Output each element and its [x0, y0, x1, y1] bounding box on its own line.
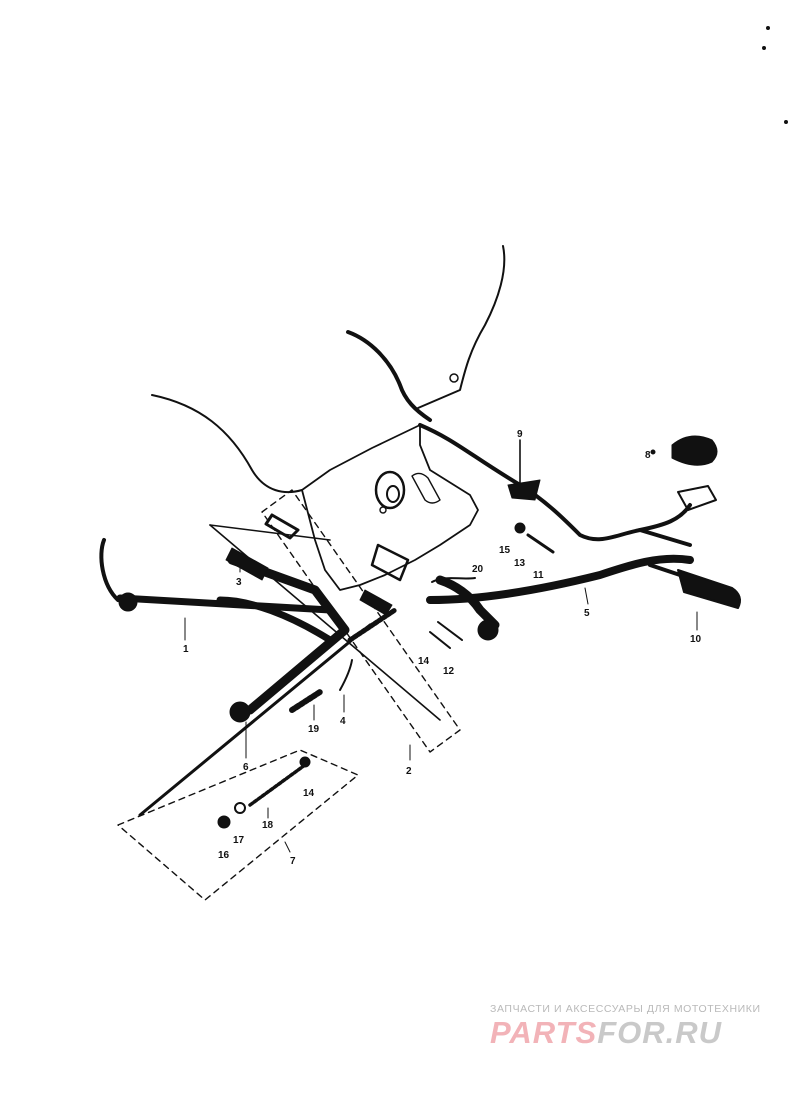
spring-4	[339, 659, 353, 691]
bush-c	[359, 589, 393, 616]
center-stand-foot	[229, 701, 251, 723]
label-part-4: 4	[340, 716, 346, 727]
bracket-plate	[301, 424, 479, 591]
washer-13	[514, 522, 526, 534]
side-stand-foot	[99, 538, 120, 602]
part-labels: 1 2 3 4 5 6 7 8 9 10 11 12 13 14 14 15 1…	[183, 429, 702, 867]
bolt-11	[526, 533, 555, 554]
pivot-nut	[477, 619, 499, 641]
label-part-8: 8	[645, 450, 651, 461]
stand-shaft-2	[209, 524, 331, 541]
label-part-6: 6	[243, 762, 249, 773]
leader-7	[284, 841, 291, 853]
watermark-tagline: ЗАПЧАСТИ И АКСЕССУАРЫ ДЛЯ МОТОТЕХНИКИ	[490, 1003, 761, 1015]
label-part-1: 1	[183, 644, 189, 655]
rubber-cap	[671, 435, 718, 466]
watermark-brand-for: FOR.RU	[597, 1015, 723, 1050]
spring-19	[289, 689, 323, 713]
upper-rod	[346, 330, 432, 422]
label-part-2: 2	[406, 766, 412, 777]
label-part-3: 3	[236, 577, 242, 588]
label-part-9: 9	[517, 429, 523, 440]
cap-dot	[650, 449, 656, 455]
label-part-7: 7	[290, 856, 296, 867]
leader-5	[584, 587, 589, 605]
brake-pedal-lever-upper	[418, 423, 692, 547]
spring-rod	[248, 763, 307, 807]
pin-20	[431, 577, 476, 583]
footrest-rod	[648, 563, 682, 577]
label-part-14-upper: 14	[418, 656, 430, 667]
speck-3	[784, 120, 788, 124]
rod-end-14	[299, 756, 311, 768]
watermark-brand-parts: PARTS	[490, 1015, 598, 1050]
clip-9	[507, 479, 541, 501]
nut-16	[217, 815, 231, 829]
speck-2	[762, 46, 766, 50]
label-part-5: 5	[584, 608, 590, 619]
bracket-slot	[411, 472, 441, 504]
label-part-15: 15	[499, 545, 511, 556]
label-part-10: 10	[690, 634, 702, 645]
stand-shaft	[209, 524, 441, 721]
label-part-11: 11	[533, 570, 544, 581]
pivot-bushing	[374, 470, 406, 510]
pivot-assembly	[435, 575, 500, 630]
bracket-hole	[449, 373, 459, 383]
side-stand-end	[118, 592, 138, 612]
pin-14	[429, 631, 451, 649]
footrest-rubber	[677, 569, 741, 609]
bush-b	[370, 543, 410, 582]
brake-pedal-arm	[638, 503, 692, 532]
label-part-17: 17	[233, 835, 245, 846]
label-part-14-lower: 14	[303, 788, 315, 799]
side-stand-arm	[116, 594, 334, 614]
frame-tube-left	[151, 394, 303, 494]
label-part-13: 13	[514, 558, 526, 569]
frame-tube-right	[417, 245, 506, 409]
brake-pedal-pad	[677, 485, 717, 511]
long-rod	[138, 623, 372, 817]
watermark-brand: PARTSFOR.RU	[490, 1016, 722, 1050]
group-box-2	[261, 489, 461, 753]
side-stand-brace	[216, 596, 334, 644]
pin-12	[437, 621, 463, 641]
label-part-16: 16	[218, 850, 230, 861]
label-part-19: 19	[308, 724, 320, 735]
label-part-18: 18	[262, 820, 274, 831]
washer-17	[234, 802, 246, 814]
speck-1	[766, 26, 770, 30]
label-part-12: 12	[443, 666, 455, 677]
group-box-7	[117, 749, 359, 901]
bush-a	[264, 513, 300, 540]
label-part-20: 20	[472, 564, 484, 575]
pivot-bushing-inner	[386, 485, 400, 503]
rubber-3	[225, 547, 269, 581]
